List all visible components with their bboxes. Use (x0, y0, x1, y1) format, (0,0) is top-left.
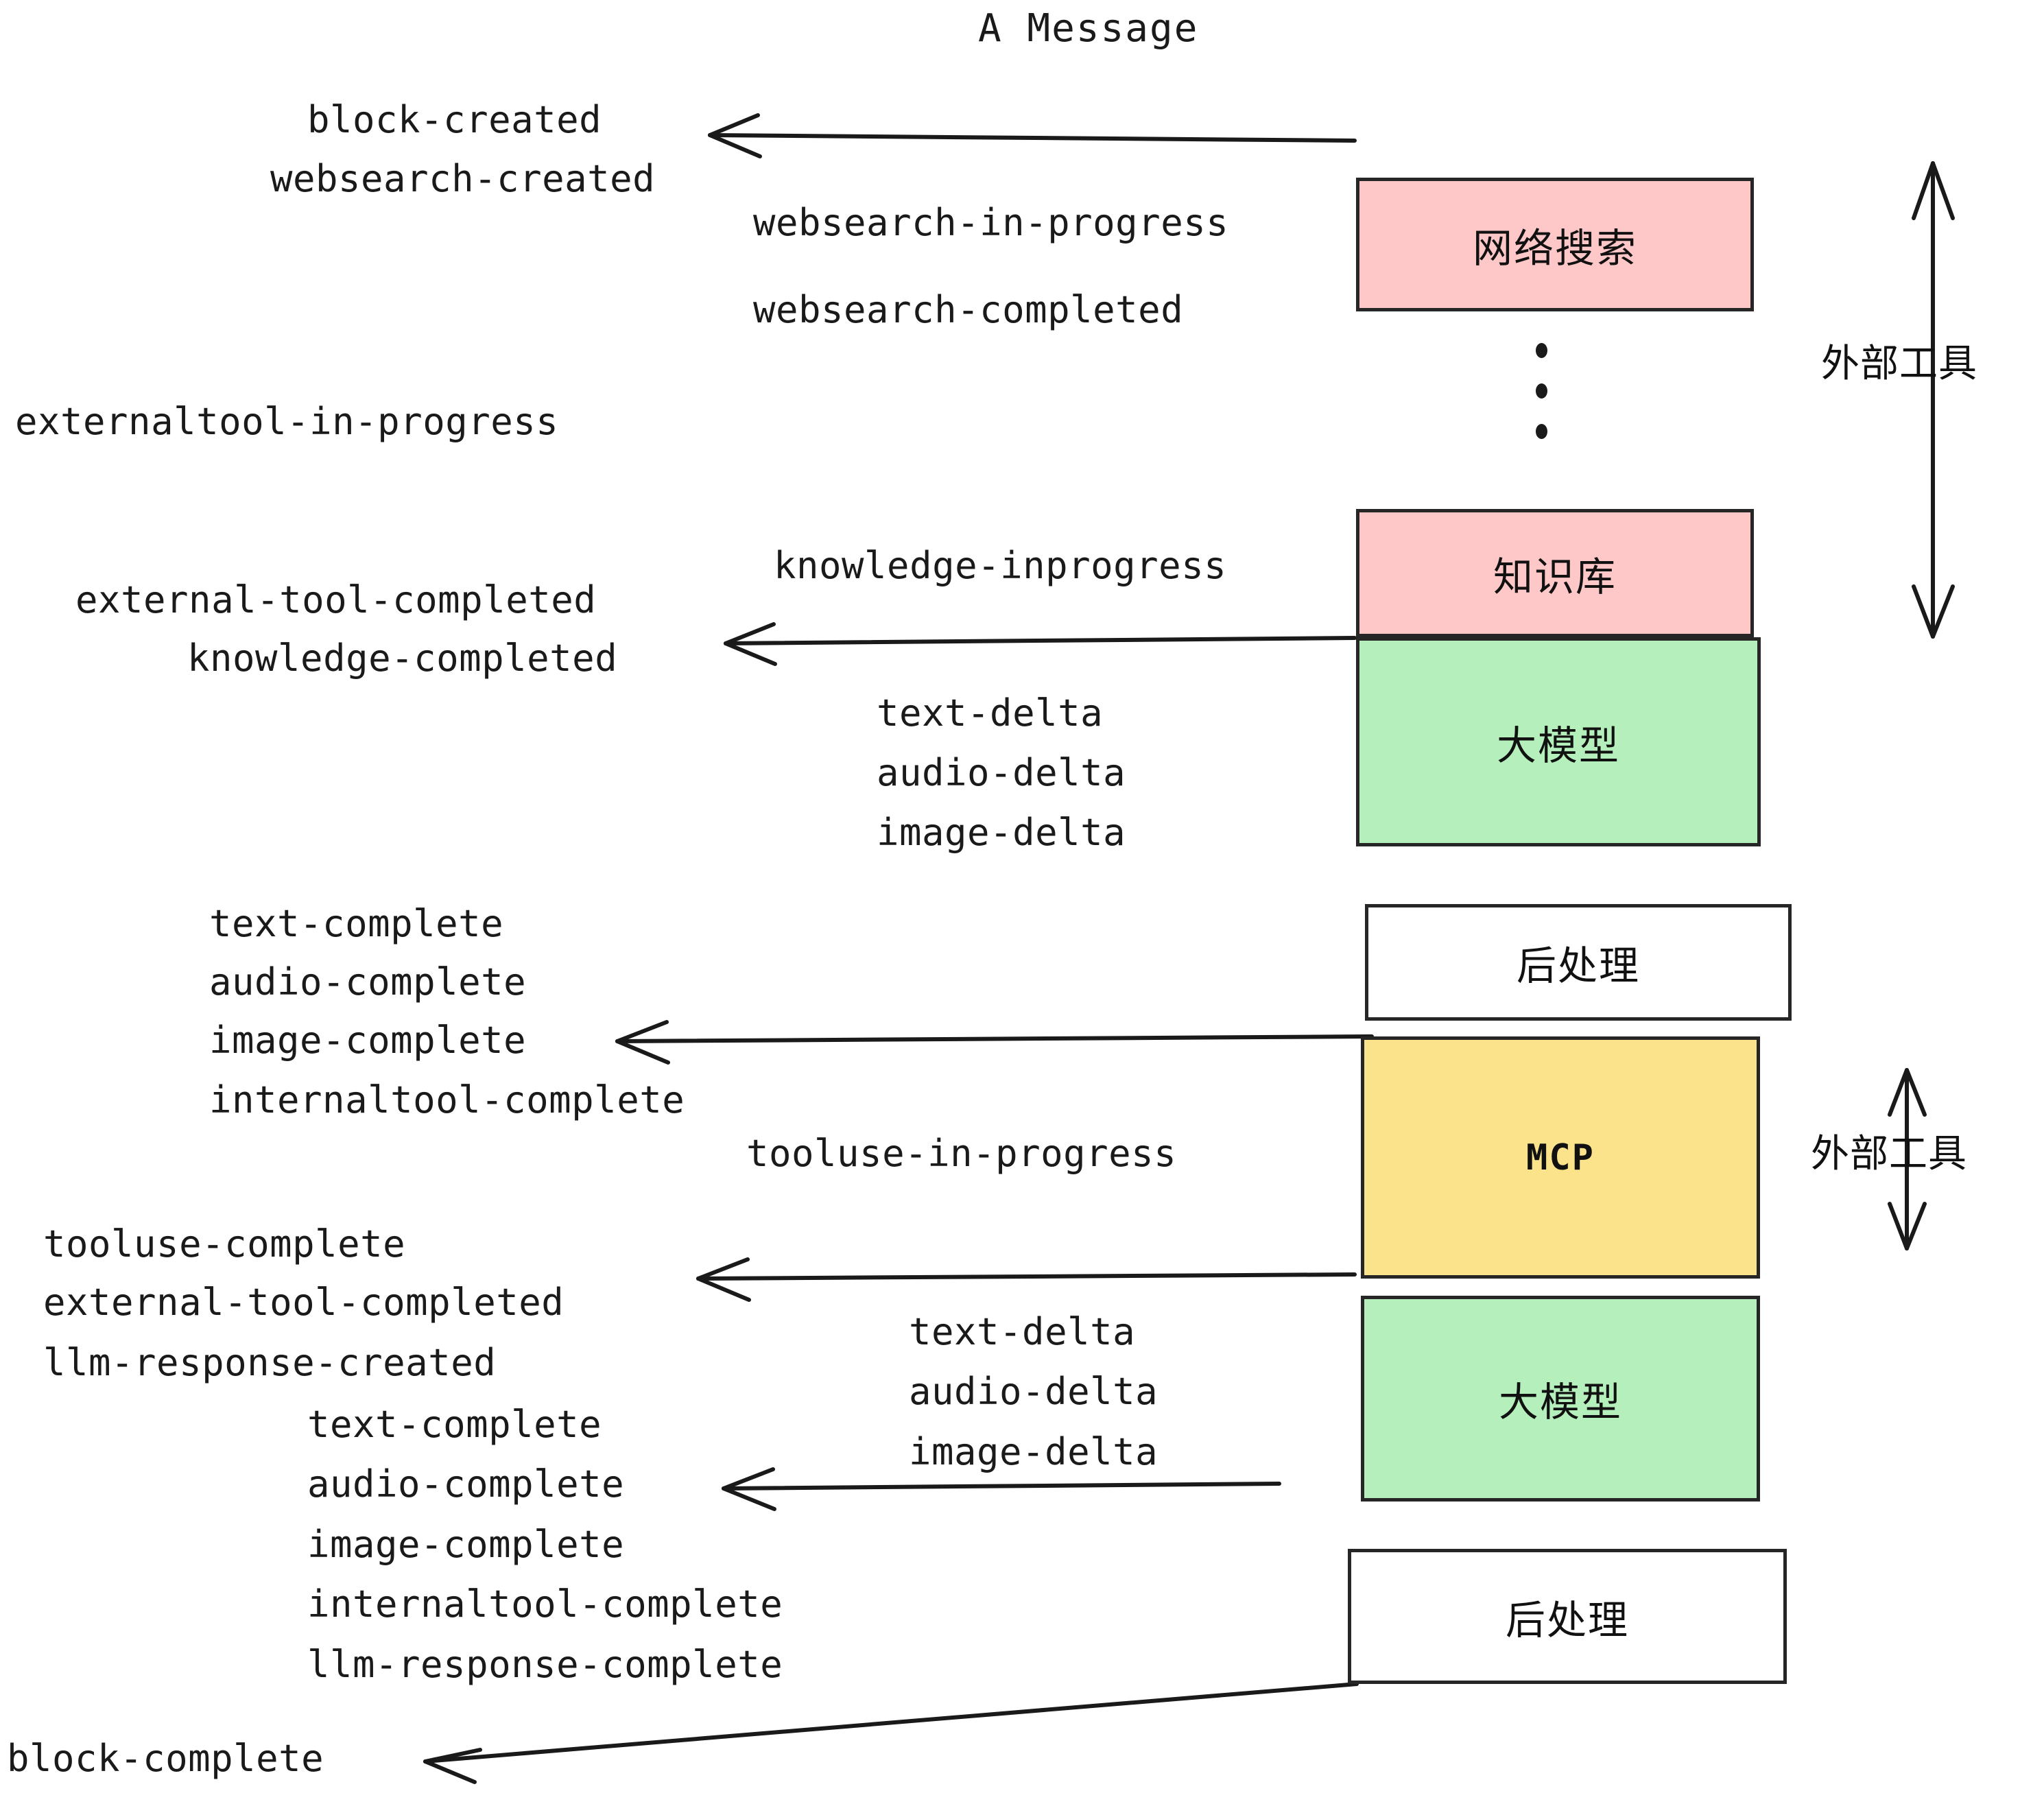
event-internaltool-complete-second: internaltool-complete (307, 1582, 783, 1626)
event-audio-complete-second: audio-complete (307, 1462, 625, 1506)
event-websearch-created: websearch-created (270, 157, 656, 200)
event-knowledge-inprogress: knowledge-inprogress (774, 544, 1227, 587)
node-llm-second[interactable]: 大模型 (1361, 1296, 1760, 1502)
event-block-complete: block-complete (7, 1737, 324, 1780)
event-external-tool-completed-first: external-tool-completed (75, 578, 597, 621)
event-llm-response-created: llm-response-created (43, 1341, 497, 1384)
event-image-complete-first: image-complete (209, 1019, 527, 1062)
page-title: A Message (978, 6, 1199, 51)
node-knowledge-base-label: 知识库 (1493, 553, 1617, 600)
event-tooluse-in-progress: tooluse-in-progress (746, 1132, 1177, 1175)
event-image-delta-second: image-delta (909, 1430, 1158, 1473)
event-text-delta-second: text-delta (909, 1310, 1136, 1353)
node-postprocess-second-label: 后处理 (1505, 1596, 1629, 1643)
event-internaltool-complete-first: internaltool-complete (209, 1078, 685, 1121)
event-websearch-completed: websearch-completed (753, 288, 1184, 331)
event-text-delta-first: text-delta (877, 691, 1104, 735)
node-llm-second-label: 大模型 (1498, 1379, 1622, 1425)
vertical-ellipsis (1534, 343, 1548, 439)
event-knowledge-completed: knowledge-completed (187, 637, 618, 680)
event-text-complete-second: text-complete (307, 1403, 602, 1446)
event-block-created: block-created (307, 98, 602, 141)
node-mcp[interactable]: MCP (1361, 1036, 1760, 1279)
node-knowledge-base[interactable]: 知识库 (1356, 509, 1754, 637)
event-audio-delta-first: audio-delta (877, 751, 1126, 794)
bracket-label-external-tool-bottom: 外部工具 (1811, 1132, 1967, 1176)
event-text-complete-first: text-complete (209, 902, 504, 945)
event-image-delta-first: image-delta (877, 811, 1126, 854)
event-websearch-in-progress: websearch-in-progress (753, 201, 1229, 244)
event-audio-complete-first: audio-complete (209, 960, 527, 1004)
node-websearch-label: 网络搜索 (1472, 224, 1637, 272)
bracket-label-external-tool-top: 外部工具 (1821, 342, 1977, 386)
event-tooluse-complete: tooluse-complete (43, 1222, 406, 1266)
node-websearch[interactable]: 网络搜索 (1356, 178, 1754, 311)
node-postprocess-first-label: 后处理 (1516, 942, 1640, 989)
node-llm-first-label: 大模型 (1496, 722, 1620, 769)
node-postprocess-first[interactable]: 后处理 (1365, 904, 1792, 1021)
event-audio-delta-second: audio-delta (909, 1370, 1158, 1413)
event-image-complete-second: image-complete (307, 1523, 625, 1566)
node-postprocess-second[interactable]: 后处理 (1348, 1549, 1787, 1684)
event-external-tool-completed-second: external-tool-completed (43, 1281, 565, 1324)
node-llm-first[interactable]: 大模型 (1356, 637, 1761, 846)
event-llm-response-complete: llm-response-complete (307, 1643, 783, 1686)
event-externaltool-in-progress: externaltool-in-progress (15, 400, 559, 443)
node-mcp-label: MCP (1526, 1137, 1595, 1178)
